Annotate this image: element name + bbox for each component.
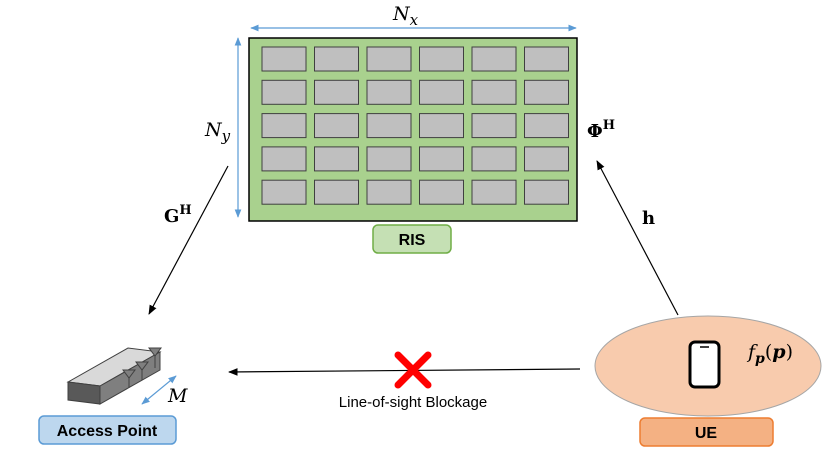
blockage-cross-icon <box>394 351 432 389</box>
ue-to-ris-channel-label: h <box>642 208 655 229</box>
ris-label-box <box>372 224 452 254</box>
ris-element <box>314 179 359 205</box>
ris-element <box>261 113 307 139</box>
ris-element <box>314 146 359 172</box>
access-point-label: Access Point <box>57 423 158 440</box>
ris-element <box>366 113 412 139</box>
ris-element <box>366 179 412 205</box>
los-arrow <box>228 368 581 376</box>
ris-element <box>419 146 464 172</box>
phase-shift-label: ΦH <box>587 118 615 142</box>
ris-element <box>419 79 464 105</box>
ris-element <box>261 46 307 72</box>
ris-label: RIS <box>399 232 426 249</box>
ue-distribution-label: fp(p) <box>746 341 793 367</box>
ris-element <box>419 113 464 139</box>
smartphone-icon <box>688 340 721 389</box>
ris-element <box>524 113 569 139</box>
ris-element-grid <box>261 46 569 205</box>
ris-element <box>261 179 307 205</box>
ris-to-ap-arrow <box>148 165 229 315</box>
ris-element <box>261 146 307 172</box>
ue-to-ris-arrow <box>596 160 679 316</box>
ris-element <box>471 79 517 105</box>
ris-element <box>314 113 359 139</box>
ris-element <box>524 79 569 105</box>
ris-element <box>314 46 359 72</box>
ris-element <box>471 146 517 172</box>
ris-element <box>419 179 464 205</box>
ris-element <box>366 46 412 72</box>
antenna-count-label: M <box>167 385 188 407</box>
access-point-icon <box>66 347 162 405</box>
antenna-icon <box>122 347 162 388</box>
ris-element <box>471 113 517 139</box>
ue-label: UE <box>695 425 718 442</box>
ris-width-label: Nx <box>392 3 419 29</box>
ris-height-label: Ny <box>204 119 231 145</box>
ris-element <box>524 179 569 205</box>
ris-element <box>471 46 517 72</box>
ris-element <box>524 46 569 72</box>
ris-element <box>261 79 307 105</box>
ue-label-box <box>639 417 774 447</box>
ris-element <box>366 146 412 172</box>
ris-to-ap-channel-label: GH <box>164 203 192 227</box>
ris-element <box>524 146 569 172</box>
ris-element <box>366 79 412 105</box>
antenna-count-arrow <box>141 375 177 405</box>
ris-element <box>419 46 464 72</box>
los-blockage-label: Line-of-sight Blockage <box>339 394 487 411</box>
ris-element <box>314 79 359 105</box>
access-point-label-box <box>38 415 177 445</box>
ris-element <box>471 179 517 205</box>
